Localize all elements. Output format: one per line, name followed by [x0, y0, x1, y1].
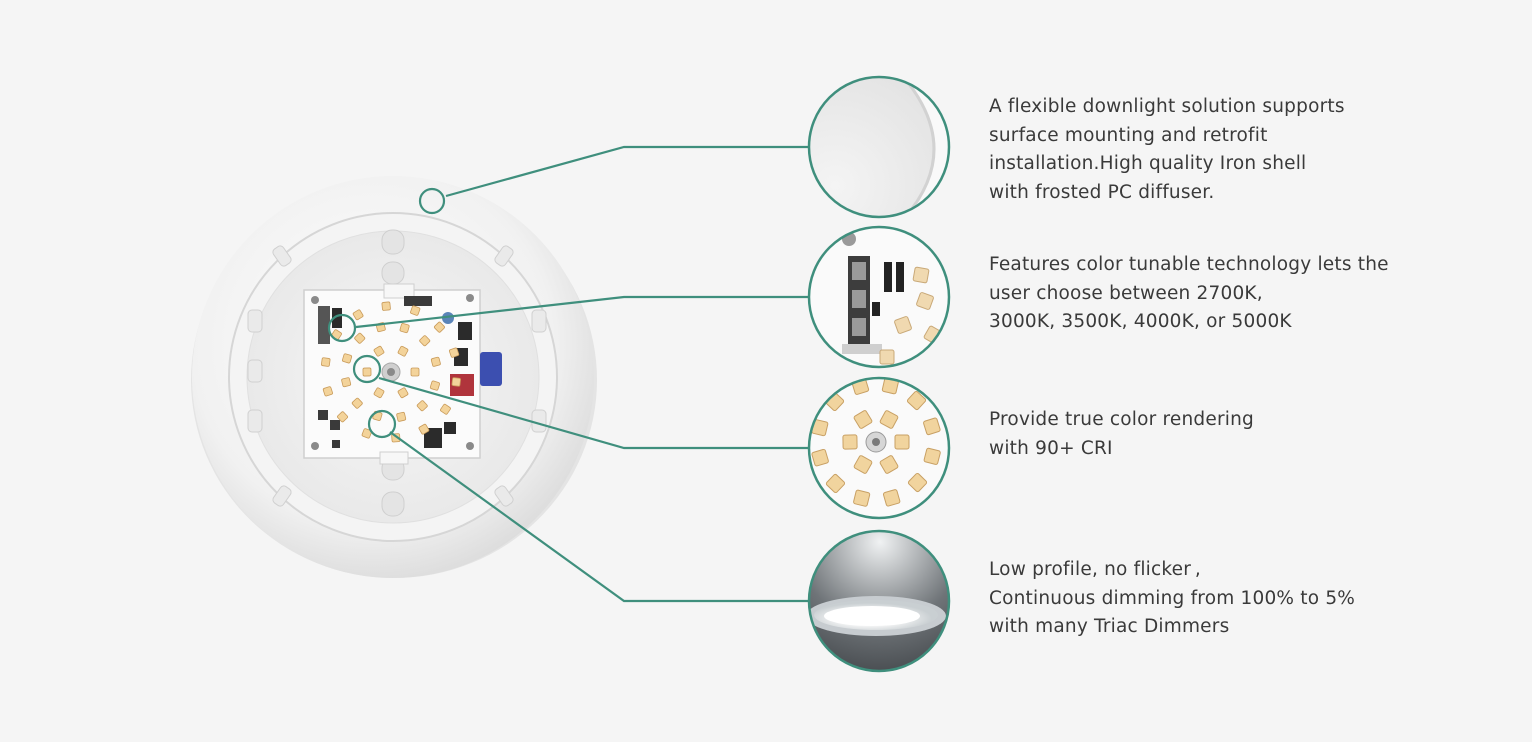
callout-marker-switch [327, 313, 357, 343]
led-chip-zoom [879, 455, 899, 474]
led-chip-zoom [906, 390, 927, 411]
driver-capacitor [480, 352, 502, 386]
led-chip-zoom [853, 489, 871, 507]
callout-marker-leds [352, 354, 382, 384]
feature-description-cri: Provide true color rendering with 90+ CR… [989, 406, 1449, 463]
led-chip [351, 397, 363, 409]
led-chip [410, 305, 421, 316]
led-chip [449, 347, 460, 358]
cct-switch-detail-icon [807, 225, 951, 369]
led-chip [354, 332, 366, 344]
feature-line: with many Triac Dimmers [989, 616, 1230, 638]
callout-marker-dimming [367, 409, 397, 439]
callout-line-dimming [389, 431, 809, 603]
led-chip [352, 309, 364, 321]
feature-description-dimming: Low profile, no flicker , Continuous dim… [989, 556, 1449, 642]
led-chip [434, 321, 445, 333]
led-chip [451, 377, 461, 387]
led-chip [397, 387, 409, 399]
led-chip [396, 411, 407, 422]
feature-line: user choose between 2700K, [989, 282, 1263, 304]
led-chip [440, 403, 451, 415]
led-chip [337, 411, 348, 423]
feature-line: Low profile, no flicker , [989, 559, 1202, 580]
callout-lines [355, 145, 809, 603]
led-chip-zoom [879, 410, 899, 429]
led-chip [381, 301, 391, 311]
feature-line: Provide true color rendering [989, 409, 1254, 430]
led-chip-zoom [853, 455, 873, 474]
led-chip [373, 387, 385, 399]
led-chip-zoom [923, 447, 941, 465]
led-chip-zoom [842, 434, 858, 450]
led-chip [429, 380, 440, 391]
led-chip [419, 335, 431, 347]
led-chip [416, 400, 428, 412]
downlight-product-image [191, 176, 597, 578]
led-chip [361, 428, 372, 439]
frosted-shell-detail-icon [807, 75, 951, 219]
led-chip-zoom [882, 489, 901, 507]
led-chip-zoom [907, 472, 928, 493]
feature-line: surface mounting and retrofit [989, 124, 1268, 146]
led-chip [342, 353, 353, 364]
led-chip [418, 423, 430, 435]
feature-line: installation.High quality Iron shell [989, 153, 1307, 175]
led-chip [410, 367, 420, 377]
led-chip [362, 367, 372, 377]
led-chip [341, 377, 352, 388]
led-chip [399, 323, 410, 334]
led-chip [397, 345, 409, 357]
feature-line: Continuous dimming from 100% to 5% [989, 587, 1356, 609]
feature-line: with 90+ CRI [989, 437, 1113, 459]
led-chip-array [321, 301, 461, 443]
callout-line-switch [355, 295, 809, 329]
lit-downlight-detail-icon [807, 529, 951, 673]
led-chip [430, 356, 441, 367]
led-chip-zoom [923, 417, 941, 436]
feature-line: Features color tunable technology lets t… [989, 254, 1389, 275]
callout-line-shell [445, 145, 809, 198]
feature-line: A flexible downlight solution supports [989, 96, 1345, 117]
led-chip-zoom [825, 473, 846, 494]
feature-line: with frosted PC diffuser. [989, 181, 1215, 203]
led-array-detail-icon [807, 376, 951, 520]
feature-description-color-tunable: Features color tunable technology lets t… [989, 251, 1449, 337]
led-chip-zoom [811, 448, 829, 467]
led-chip-zoom [894, 434, 910, 450]
led-chip [321, 357, 331, 367]
callout-marker-shell [418, 187, 446, 215]
led-chip [373, 345, 385, 357]
led-chip-zoom [853, 410, 873, 429]
feature-line: 3000K, 3500K, 4000K, or 5000K [989, 311, 1292, 333]
callout-line-leds [378, 376, 809, 450]
led-chip [322, 386, 333, 397]
feature-description-shell: A flexible downlight solution supports s… [989, 93, 1449, 207]
